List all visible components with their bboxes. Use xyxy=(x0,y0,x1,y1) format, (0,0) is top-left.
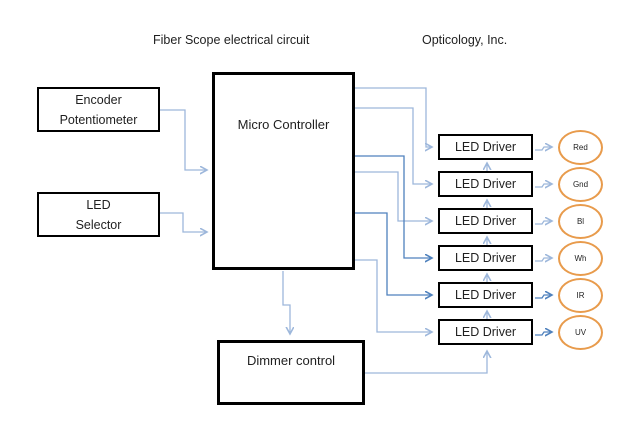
encoder-potentiometer-box: Encoder Potentiometer xyxy=(37,87,160,132)
output-circle-ir: IR xyxy=(558,278,603,313)
led-driver-label: LED Driver xyxy=(454,325,517,339)
wire-mc-to-driver1 xyxy=(355,87,432,147)
output-label-red: Red xyxy=(573,143,588,152)
output-circle-gnd: Gnd xyxy=(558,167,603,202)
dimmer-control-box: Dimmer control xyxy=(217,340,365,405)
led-driver-box-6: LED Driver xyxy=(438,319,533,345)
diagram-title: Fiber Scope electrical circuit xyxy=(153,33,310,47)
output-label-ir: IR xyxy=(576,291,585,300)
wire-driver4-to-wh xyxy=(535,258,552,261)
encoder-label-line1: Encoder xyxy=(75,92,122,107)
output-circle-bl: Bl xyxy=(558,204,603,239)
output-label-wh: Wh xyxy=(574,254,587,263)
wire-dimmer-to-driver6 xyxy=(365,351,487,374)
wire-mc-to-driver5 xyxy=(355,212,432,295)
wire-selector-to-mc xyxy=(160,212,207,232)
micro-controller-box: Micro Controller xyxy=(212,72,355,270)
company-name: Opticology, Inc. xyxy=(422,33,508,47)
dimmer-control-label: Dimmer control xyxy=(246,353,336,368)
led-driver-label: LED Driver xyxy=(454,140,517,154)
wire-driver2-to-gnd xyxy=(535,184,552,187)
output-circle-uv: UV xyxy=(558,315,603,350)
output-label-uv: UV xyxy=(574,328,587,337)
led-driver-label: LED Driver xyxy=(454,214,517,228)
selector-label-line1: LED xyxy=(86,197,111,212)
wire-mc-to-driver4 xyxy=(355,155,432,258)
led-selector-box: LED Selector xyxy=(37,192,160,237)
wire-mc-to-driver6 xyxy=(355,259,432,332)
output-circle-wh: Wh xyxy=(558,241,603,276)
led-driver-box-2: LED Driver xyxy=(438,171,533,197)
wire-mc-to-driver2 xyxy=(355,107,432,184)
output-label-bl: Bl xyxy=(576,217,585,226)
wire-driver3-to-bl xyxy=(535,221,552,224)
led-driver-label: LED Driver xyxy=(454,288,517,302)
led-driver-box-4: LED Driver xyxy=(438,245,533,271)
led-driver-box-1: LED Driver xyxy=(438,134,533,160)
led-driver-box-3: LED Driver xyxy=(438,208,533,234)
wire-encoder-to-mc xyxy=(160,109,207,170)
output-label-gnd: Gnd xyxy=(572,180,589,189)
selector-label-line2: Selector xyxy=(75,217,122,232)
led-driver-label: LED Driver xyxy=(454,177,517,191)
wire-mc-to-dimmer xyxy=(282,271,290,334)
wire-driver1-to-red xyxy=(535,147,552,150)
led-driver-label: LED Driver xyxy=(454,251,517,265)
encoder-label-line2: Potentiometer xyxy=(59,112,138,127)
micro-controller-label: Micro Controller xyxy=(237,117,330,132)
wire-driver6-to-uv xyxy=(535,332,552,335)
output-circle-red: Red xyxy=(558,130,603,165)
wire-mc-to-driver3 xyxy=(355,171,432,221)
wire-driver5-to-ir xyxy=(535,295,552,298)
led-driver-box-5: LED Driver xyxy=(438,282,533,308)
